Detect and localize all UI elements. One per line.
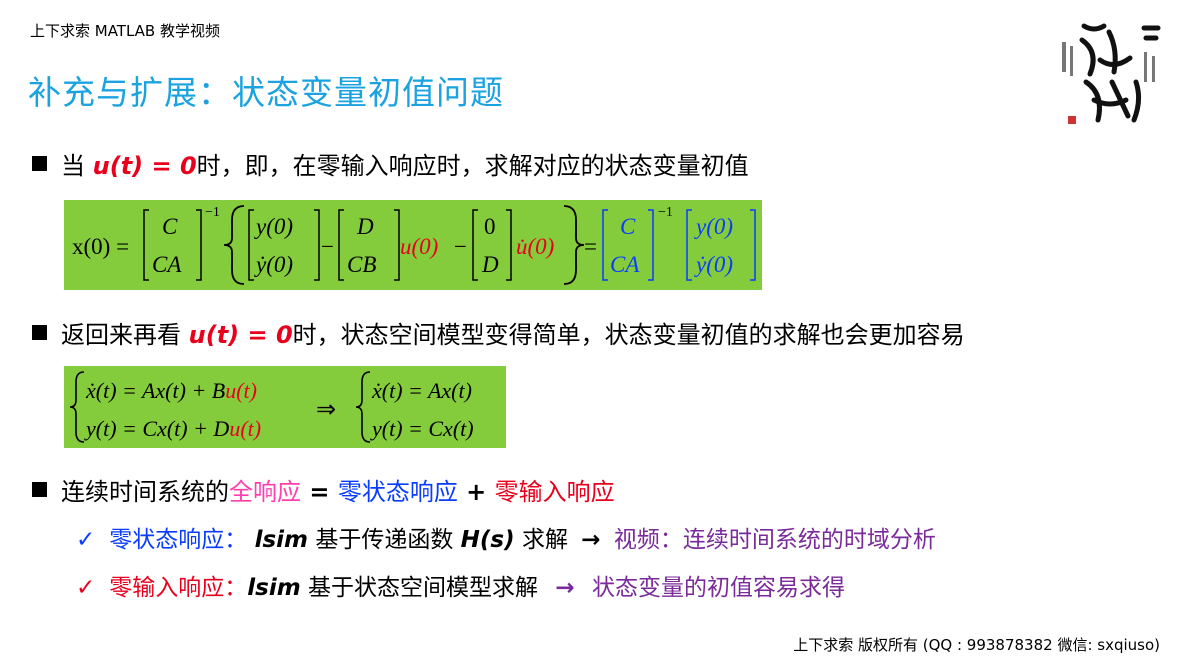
equation-2-box: ẋ(t) = Ax(t) + Bu(t) y(t) = Cx(t) + Du(t… bbox=[64, 366, 506, 448]
sub2-cmd: lsim bbox=[247, 575, 301, 601]
video-link-time-domain[interactable]: 视频：连续时间系统的时域分析 bbox=[613, 527, 936, 553]
bullet-3-prefix: 连续时间系统的 bbox=[61, 478, 229, 506]
bullet-2-suffix: 时，状态空间模型变得简单，状态变量初值的求解也会更加容易 bbox=[292, 321, 965, 349]
sub2-result: 状态变量的初值容易求得 bbox=[591, 575, 845, 601]
bullet-square-icon bbox=[32, 482, 47, 497]
arrow-right-icon: → bbox=[581, 527, 601, 553]
eq2-line1: ẋ(t) = Ax(t) + B bbox=[85, 378, 225, 403]
bullet-2-prefix: 返回来再看 bbox=[61, 321, 181, 349]
bullet-3: 连续时间系统的全响应 = 零状态响应 + 零输入响应 bbox=[32, 472, 615, 507]
bullet-2: 返回来再看 u(t) = 0时，状态空间模型变得简单，状态变量初值的求解也会更加… bbox=[32, 315, 965, 350]
arrow-right-icon: → bbox=[555, 575, 575, 601]
sub-item-zero-input: ✓ 零输入响应：lsim 基于状态空间模型求解 → 状态变量的初值容易求得 bbox=[76, 568, 845, 602]
eq1-m3-top: 0 bbox=[484, 214, 496, 239]
bullet-1-prefix: 当 bbox=[61, 152, 85, 180]
eq1-v-bot: ẏ(0) bbox=[694, 252, 733, 277]
page-title: 补充与扩展：状态变量初值问题 bbox=[28, 73, 504, 112]
check-icon: ✓ bbox=[76, 527, 96, 553]
bullet-3-eq: = bbox=[301, 478, 338, 506]
eq1-u: u(0) bbox=[400, 234, 438, 259]
sub-item-zero-state: ✓ 零状态响应： lsim 基于传递函数 H(s) 求解 → 视频：连续时间系统的… bbox=[76, 520, 936, 554]
eq1-equals: = bbox=[584, 234, 597, 259]
eq2-r1: ẋ(t) = Ax(t) bbox=[371, 378, 472, 403]
sub1-label: 零状态响应： bbox=[109, 527, 248, 553]
header-text: 上下求索 MATLAB 教学视频 bbox=[30, 22, 220, 40]
eq1-m3-bot: D bbox=[481, 252, 499, 277]
bullet-1-suffix: 时，即，在零输入响应时，求解对应的状态变量初值 bbox=[196, 152, 749, 180]
eq1-y-top: y(0) bbox=[254, 214, 293, 239]
eq1-m4-bot: CA bbox=[610, 252, 640, 277]
check-icon: ✓ bbox=[76, 575, 96, 601]
sub2-text1: 基于状态空间模型求解 bbox=[308, 575, 539, 601]
zero-input-response: 零输入响应 bbox=[494, 478, 615, 506]
bullet-1: 当 u(t) = 0时，即，在零输入响应时，求解对应的状态变量初值 bbox=[32, 146, 749, 181]
eq1-minus-1: − bbox=[321, 234, 334, 259]
eq1-m4-top: C bbox=[620, 214, 636, 239]
eq1-m2-bot: CB bbox=[347, 252, 376, 277]
bullet-3-plus: + bbox=[457, 478, 495, 506]
eq1-lhs: x(0) = bbox=[72, 234, 129, 259]
sub1-text1: 基于传递函数 bbox=[315, 527, 454, 553]
eq1-y-bot: ẏ(0) bbox=[254, 252, 293, 277]
eq1-inv-1: −1 bbox=[205, 205, 220, 220]
eq1-m2-top: D bbox=[356, 214, 374, 239]
footer-copyright: 上下求索 版权所有 (QQ : 993878382 微信: sxqiuso) bbox=[793, 636, 1160, 654]
sub1-hs: H(s) bbox=[460, 527, 515, 553]
equation-1-box: x(0) = C CA −1 y(0) ẏ(0) − D CB u(0) − 0… bbox=[64, 200, 762, 290]
eq1-inv-2: −1 bbox=[658, 205, 673, 220]
eq2-line2: y(t) = Cx(t) + D bbox=[84, 416, 229, 441]
seal-logo bbox=[1054, 12, 1164, 130]
eq2-line1-u: u(t) bbox=[225, 378, 257, 403]
eq2-line2-u: u(t) bbox=[229, 416, 261, 441]
bullet-square-icon bbox=[32, 325, 47, 340]
eq1-udot: u̇(0) bbox=[516, 234, 554, 259]
eq1-minus-2: − bbox=[454, 234, 467, 259]
bullet-2-condition: u(t) = 0 bbox=[188, 321, 293, 349]
eq2-implies: ⇒ bbox=[316, 397, 336, 423]
bullet-square-icon bbox=[32, 156, 47, 171]
eq2-r2: y(t) = Cx(t) bbox=[370, 416, 474, 441]
eq1-v-top: y(0) bbox=[694, 214, 733, 239]
eq1-m1-bot: CA bbox=[152, 252, 182, 277]
zero-state-response: 零状态响应 bbox=[337, 478, 458, 506]
svg-text:ẋ(t) = Ax(t) + Bu(t): ẋ(t) = Ax(t) + Bu(t) bbox=[85, 378, 257, 403]
sub2-label: 零输入响应： bbox=[109, 575, 248, 601]
full-response: 全响应 bbox=[229, 478, 301, 506]
svg-text:y(t) = Cx(t) + Du(t): y(t) = Cx(t) + Du(t) bbox=[84, 416, 261, 441]
bullet-1-condition: u(t) = 0 bbox=[92, 152, 197, 180]
eq1-m1-top: C bbox=[162, 214, 178, 239]
sub1-text2: 求解 bbox=[521, 527, 568, 553]
sub1-cmd: lsim bbox=[254, 527, 309, 553]
